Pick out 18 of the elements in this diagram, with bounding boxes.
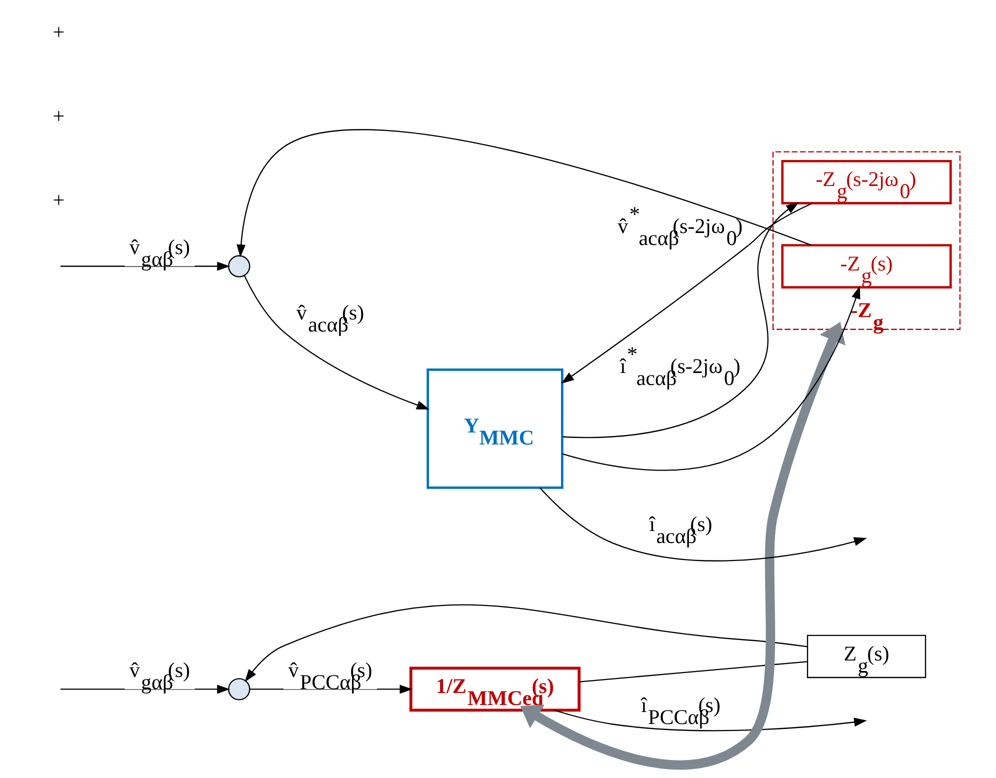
arrow — [562, 202, 799, 438]
connector — [578, 661, 807, 682]
arrow — [562, 286, 860, 471]
label: + — [52, 20, 64, 44]
arrow — [236, 130, 812, 258]
arrow — [244, 604, 807, 682]
label: + — [52, 188, 64, 212]
arrow — [560, 202, 812, 384]
arrow — [243, 275, 429, 410]
label: + — [52, 104, 64, 128]
arrow — [520, 322, 845, 770]
arrow — [60, 262, 230, 271]
arrow — [249, 684, 412, 694]
arrow — [554, 710, 866, 732]
arrow — [539, 488, 866, 562]
node-circle — [228, 678, 250, 700]
node-circle — [228, 255, 250, 278]
arrow — [60, 684, 230, 694]
